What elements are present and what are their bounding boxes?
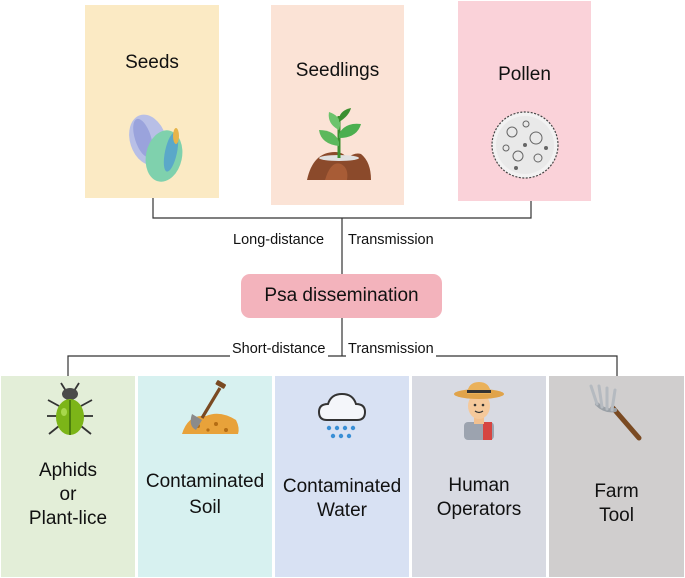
- source-label: Seeds: [125, 52, 179, 73]
- source-label-line: Soil: [189, 497, 221, 518]
- shovel-soil-icon: [182, 380, 239, 434]
- source-pollen: Pollen: [458, 1, 591, 201]
- source-human-operators: Human Operators: [412, 376, 546, 577]
- source-label-line: Farm: [594, 481, 639, 502]
- farmer-icon: [454, 382, 504, 440]
- source-label-line: or: [59, 484, 77, 505]
- center-label: Psa dissemination: [264, 285, 419, 306]
- source-contaminated-water: Contaminated Water: [275, 376, 409, 577]
- long-distance-label: Long-distance: [231, 232, 327, 248]
- source-contaminated-soil: Contaminated Soil: [138, 376, 272, 577]
- source-label-line: Operators: [436, 499, 522, 520]
- source-aphids: Aphids or Plant-lice: [1, 376, 135, 577]
- rain-cloud-icon: [317, 392, 367, 439]
- short-transmission-label: Transmission: [346, 341, 436, 357]
- short-distance-label: Short-distance: [230, 341, 328, 357]
- rake-icon: [589, 384, 642, 441]
- source-label-line: Aphids: [38, 460, 98, 481]
- source-label-line: Plant-lice: [28, 508, 108, 529]
- long-transmission-label: Transmission: [346, 232, 436, 248]
- beetle-icon: [47, 382, 93, 435]
- source-label-line: Water: [317, 500, 367, 521]
- source-label: Seedlings: [295, 60, 380, 81]
- source-label: Pollen: [498, 64, 551, 85]
- seedling-icon: [307, 108, 371, 180]
- pollen-icon: [491, 111, 559, 179]
- seeds-icon: [129, 114, 183, 182]
- source-seeds: Seeds: [85, 5, 219, 198]
- source-seedlings: Seedlings: [271, 5, 404, 205]
- source-label-line: Tool: [599, 505, 634, 526]
- source-farm-tool: Farm Tool: [549, 376, 684, 577]
- psa-dissemination-box: Psa dissemination: [241, 274, 442, 318]
- source-label-line: Human: [448, 475, 510, 496]
- source-label-line: Contaminated: [145, 471, 265, 492]
- source-label-line: Contaminated: [282, 476, 402, 497]
